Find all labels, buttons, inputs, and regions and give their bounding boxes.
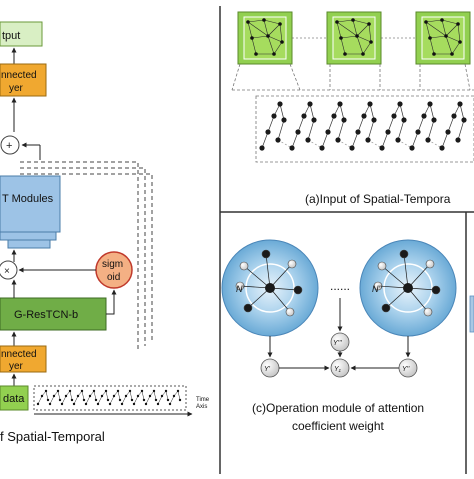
zoom-lines <box>231 63 471 91</box>
node-label-right: N'' <box>372 284 382 294</box>
attention-circle-right-inner <box>383 263 433 313</box>
sum-circle <box>0 135 20 155</box>
panel-d-fragment <box>469 295 474 333</box>
panel-c-caption-1: (c)Operation module of attention <box>252 401 424 415</box>
data-box <box>0 385 29 411</box>
multiply-sign: × <box>4 266 10 277</box>
panel-c: N' N'' ...... Y' Y''' Y₁ Y'' (c)Operatio… <box>221 239 457 433</box>
output-box <box>0 21 43 47</box>
modules-label: T Modules <box>2 193 54 205</box>
skeleton-sequence-box <box>255 95 474 163</box>
skeleton-strip <box>33 385 187 411</box>
panel-c-caption-2: coefficient weight <box>292 419 385 433</box>
skeleton-strip-nodes <box>36 389 182 406</box>
skeleton-sequence-nodes <box>259 101 467 151</box>
sigmoid-label-1: sigm <box>102 259 123 270</box>
panel-a-caption: (a)Input of Spatial-Tempora <box>305 192 451 206</box>
modules-box-front <box>0 175 61 233</box>
dashed-loop-3 <box>20 173 153 340</box>
arrow-gres-to-sigmoid <box>106 289 117 315</box>
attention-circle-left-inner <box>245 263 295 313</box>
sigmoid-label-2: oid <box>107 272 120 283</box>
y-right-label: Y'' <box>402 366 410 373</box>
y-center-node <box>330 358 350 378</box>
sum-sign: + <box>6 140 12 152</box>
y-center-label: Y₁ <box>334 366 342 373</box>
time-axis-label-1: Time <box>196 397 210 403</box>
gres-label: G-ResTCN-b <box>14 309 78 321</box>
fc-top-label-2: yer <box>9 83 24 94</box>
output-label: tput <box>2 30 20 42</box>
ellipsis-dots: ...... <box>330 279 350 293</box>
fc-bottom-label-2: yer <box>9 361 24 372</box>
time-axis-label-2: Axis <box>196 404 207 410</box>
y-left-label: Y' <box>264 366 271 373</box>
panel-a: (a)Input of Spatial-Tempora <box>231 11 474 206</box>
fc-top-label-1: nnected <box>1 70 37 81</box>
attention-neighbors-left <box>235 249 303 317</box>
node-label-left: N' <box>236 284 244 294</box>
multiply-circle <box>0 260 18 280</box>
fc-bottom-box <box>0 345 47 373</box>
left-panel: tput nnected yer + T Modules × sigm oid <box>0 21 210 444</box>
fc-bottom-label-1: nnected <box>1 349 37 360</box>
data-label: data <box>3 393 25 405</box>
left-caption: f Spatial-Temporal <box>0 429 105 444</box>
gres-box <box>0 297 107 331</box>
attention-neighbors-right <box>373 249 441 317</box>
graph-frame-2 <box>326 11 382 65</box>
graph-frame-1 <box>237 11 293 65</box>
graph-frame-3 <box>415 11 471 65</box>
y-mid-top-label: Y''' <box>333 340 342 347</box>
fc-top-box <box>0 63 47 97</box>
